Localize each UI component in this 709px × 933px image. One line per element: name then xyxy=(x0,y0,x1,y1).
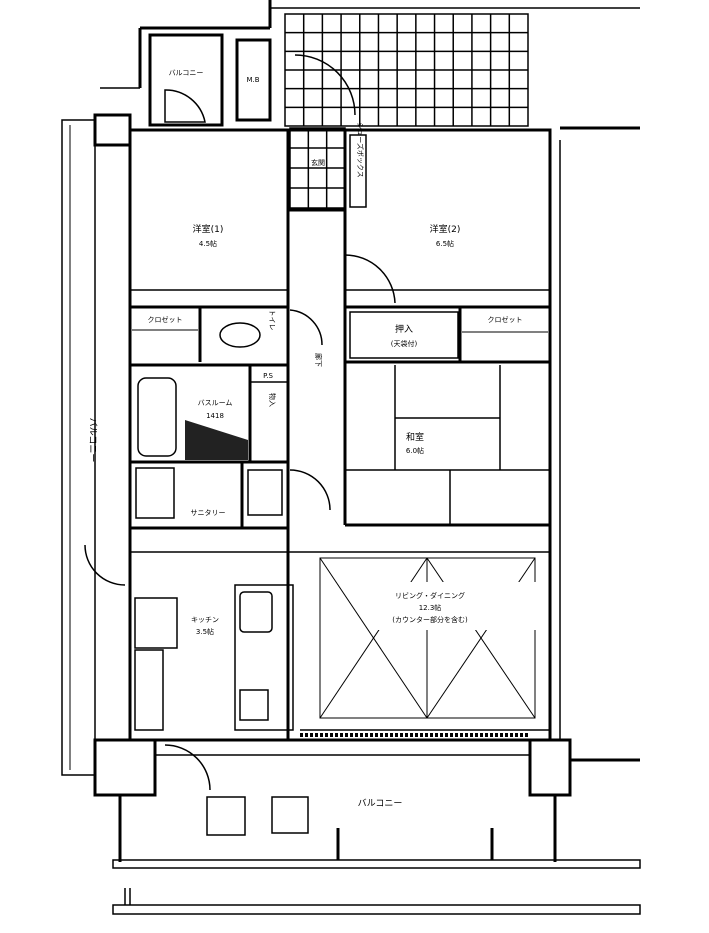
sanitary-label: サニタリー xyxy=(191,508,226,517)
kitchen-label: キッチン xyxy=(191,616,219,624)
toilet: トイレ xyxy=(219,310,276,348)
closet-right-label: クロゼット xyxy=(488,315,523,324)
japanese-room-size: 6.0帖 xyxy=(406,446,424,455)
balcony-bottom-label: バルコニー xyxy=(358,798,403,809)
japanese-room-label: 和室 xyxy=(406,431,424,443)
western-room-1-label: 洋室(1) xyxy=(193,223,224,235)
bathroom: バスルーム 1418 xyxy=(137,377,248,460)
japanese-room: 和室 6.0帖 xyxy=(345,365,550,525)
oshiire-note: (天袋付) xyxy=(391,339,418,348)
pipe-space-label: P.S xyxy=(263,372,273,380)
oshiire-label: 押入 xyxy=(395,323,413,335)
living-dining-size: 12.3帖 xyxy=(419,603,442,612)
hallway-label: 廊下 xyxy=(314,353,323,367)
sanitary: サニタリー xyxy=(135,467,283,519)
western-room-2-size: 6.5帖 xyxy=(436,239,454,248)
storage-label: 物入 xyxy=(268,393,277,407)
kitchen: キッチン 3.5帖 xyxy=(134,584,294,731)
entrance-label: 玄関 xyxy=(311,158,325,167)
door-swings xyxy=(84,54,396,791)
entrance: 玄関 シューズボックス xyxy=(289,122,367,209)
balcony-top: バルコニー xyxy=(148,33,224,127)
toilet-label: トイレ xyxy=(268,310,276,331)
closet-left-label: クロゼット xyxy=(148,315,183,324)
balcony-bottom: バルコニー xyxy=(112,754,641,915)
kitchen-size: 3.5帖 xyxy=(196,627,214,636)
living-dining-label: リビング・ダイニング xyxy=(395,591,465,600)
living-dining: リビング・ダイニング 12.3帖 (カウンター部分を含む) xyxy=(300,557,542,737)
meter-box: M.B xyxy=(235,38,272,122)
meter-box-label: M.B xyxy=(246,76,259,84)
living-dining-note: (カウンター部分を含む) xyxy=(392,615,468,624)
shoe-box-label: シューズボックス xyxy=(356,122,365,177)
balcony-top-label: バルコニー xyxy=(169,69,204,77)
balcony-side-label: バルコニー xyxy=(87,418,98,463)
western-room-1-size: 4.5帖 xyxy=(199,239,217,248)
bathroom-size: 1418 xyxy=(206,412,224,420)
western-room-2-label: 洋室(2) xyxy=(430,223,461,235)
balcony-side: バルコニー xyxy=(61,119,98,776)
bathroom-label: バスルーム xyxy=(198,399,233,407)
porch-tile-grid xyxy=(284,13,529,127)
